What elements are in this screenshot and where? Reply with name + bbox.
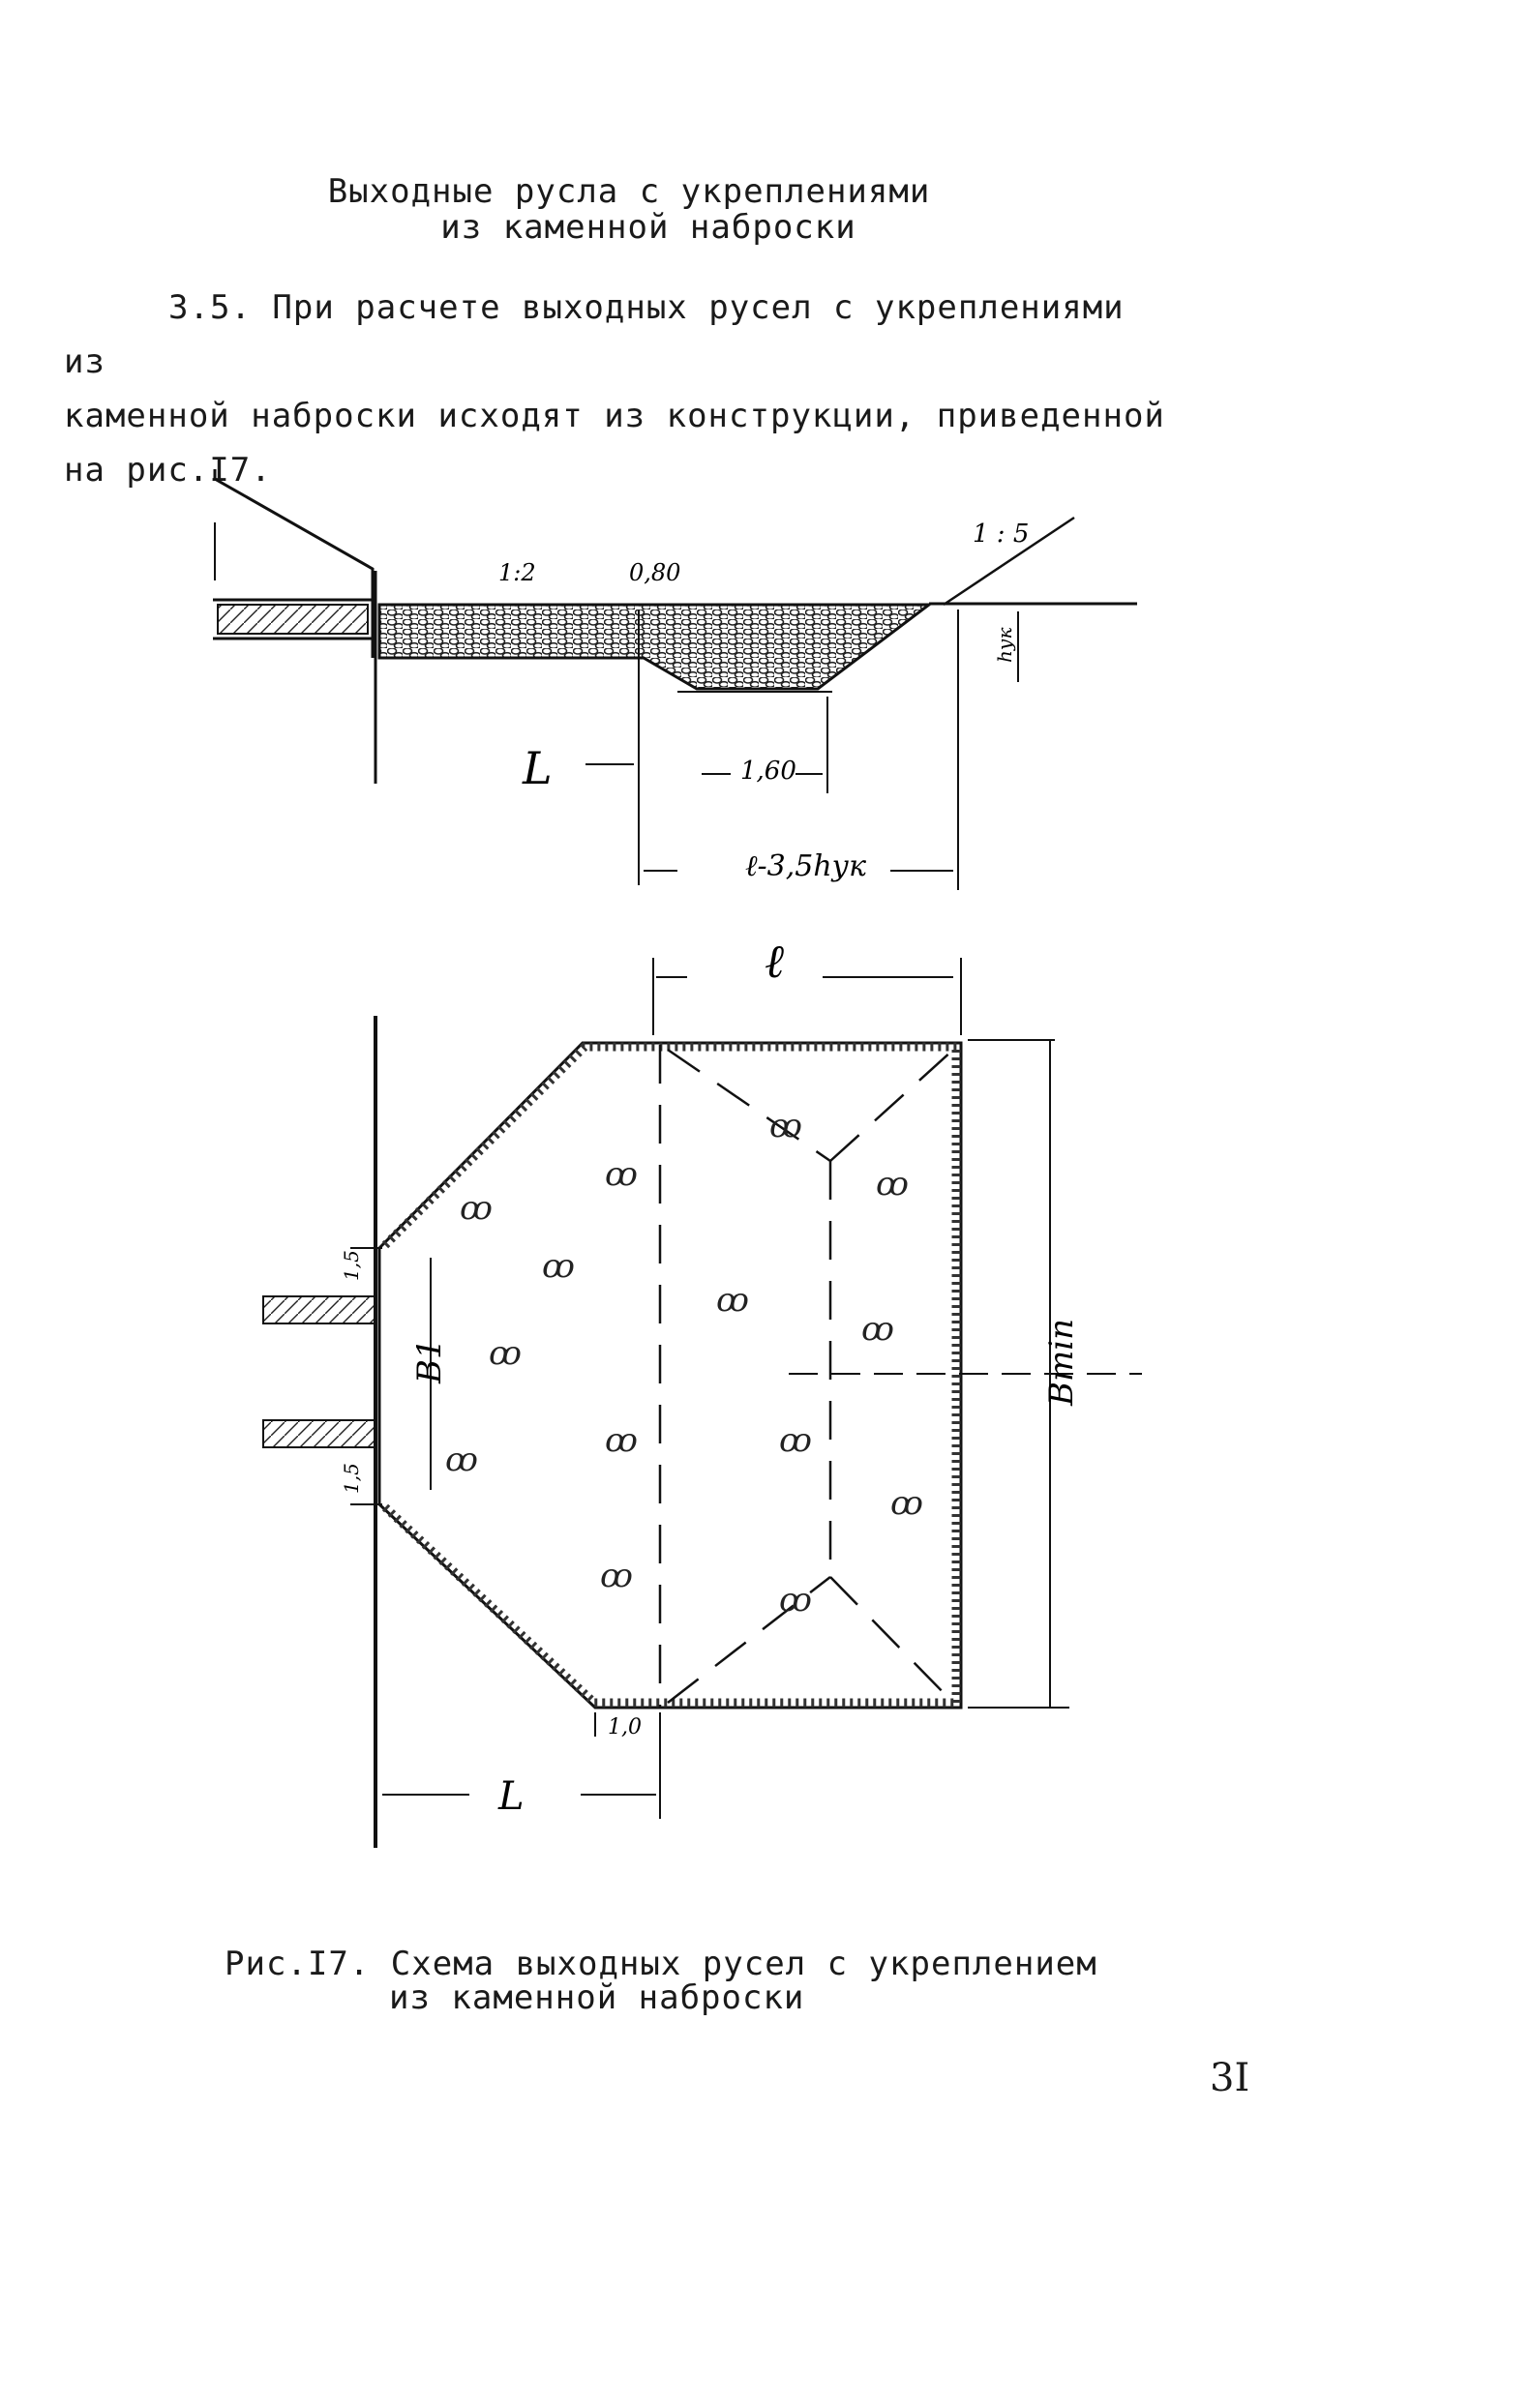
label-l-eq: ℓ-3,5hук: [745, 849, 866, 883]
heading-line-2: из каменной наброски: [440, 208, 856, 247]
pipe-hatch: [217, 604, 369, 635]
label-l-top: ℓ: [765, 935, 784, 989]
svg-text:ꝏ: ꝏ: [605, 1421, 638, 1460]
svg-text:ꝏ: ꝏ: [600, 1557, 633, 1595]
svg-text:ꝏ: ꝏ: [769, 1107, 802, 1145]
svg-text:ꝏ: ꝏ: [605, 1155, 638, 1194]
svg-text:ꝏ: ꝏ: [876, 1165, 909, 1204]
label-width-160: 1,60: [740, 757, 796, 786]
heading-line-1: Выходные русла с укреплениями: [327, 172, 931, 211]
label-depth: 0,80: [629, 559, 680, 586]
paragraph-line-2: каменной наброски исходят из конструкции…: [64, 397, 1165, 435]
inner-diag-3: [667, 1576, 831, 1704]
label-offset-bottom: 1,5: [340, 1463, 363, 1494]
label-slope-left: 1:2: [498, 559, 536, 586]
inner-diag-1: [667, 1048, 831, 1163]
label-L-top: L: [522, 742, 553, 794]
riprap-fill: [377, 603, 934, 691]
svg-text:ꝏ: ꝏ: [779, 1421, 812, 1460]
svg-text:ꝏ: ꝏ: [861, 1310, 894, 1349]
pipe-top: [262, 1295, 375, 1324]
svg-text:ꝏ: ꝏ: [445, 1441, 478, 1479]
label-h: hук: [993, 628, 1016, 663]
label-B1: B1: [410, 1338, 449, 1384]
label-slope-right: 1 : 5: [973, 520, 1029, 549]
label-offset-top: 1,5: [340, 1250, 363, 1281]
svg-text:ꝏ: ꝏ: [890, 1484, 923, 1523]
page-number: 3I: [1210, 2056, 1250, 2100]
pipe-bottom: [262, 1419, 375, 1448]
paragraph: 3.5. При расчете выходных русел с укрепл…: [64, 281, 1177, 497]
riprap-border-top: [381, 1042, 958, 1249]
riprap-outline: [377, 1041, 963, 1709]
inner-diag-4: [829, 1576, 954, 1704]
inner-diag-2: [829, 1049, 954, 1162]
caption-line-1: Рис.I7. Схема выходных русел с укреплени…: [225, 1945, 1097, 1983]
plan-view: [262, 958, 1142, 1848]
svg-text:ꝏ: ꝏ: [716, 1281, 749, 1320]
stone-symbols: ꝏ ꝏ ꝏ ꝏ ꝏ ꝏ ꝏ ꝏ ꝏ ꝏ ꝏ ꝏ ꝏ ꝏ: [445, 1107, 923, 1620]
caption-line-2: из каменной наброски: [389, 1978, 805, 2017]
svg-text:ꝏ: ꝏ: [460, 1189, 493, 1228]
riprap-border-bottom: [381, 1503, 958, 1708]
paragraph-text-1: При расчете выходных русел с укреплениям…: [64, 288, 1125, 381]
cross-section: [213, 469, 1137, 890]
paragraph-line-1: 3.5. При расчете выходных русел с укрепл…: [64, 281, 1177, 389]
label-B-min: Bmin: [1042, 1319, 1081, 1407]
svg-text:ꝏ: ꝏ: [779, 1581, 812, 1620]
svg-text:ꝏ: ꝏ: [542, 1247, 575, 1286]
figure-17: 1:2 0,80 1 : 5 hук L 1,60 ℓ-3,5hук: [213, 469, 1142, 1848]
label-ten: 1,0: [608, 1715, 642, 1739]
headwall-outline: [213, 469, 375, 658]
label-L-bottom: L: [497, 1774, 525, 1819]
paragraph-line-3: на рис.I7.: [64, 451, 272, 490]
slope-line: [943, 516, 1075, 607]
svg-text:ꝏ: ꝏ: [489, 1334, 522, 1373]
paragraph-number: 3.5.: [168, 288, 252, 327]
